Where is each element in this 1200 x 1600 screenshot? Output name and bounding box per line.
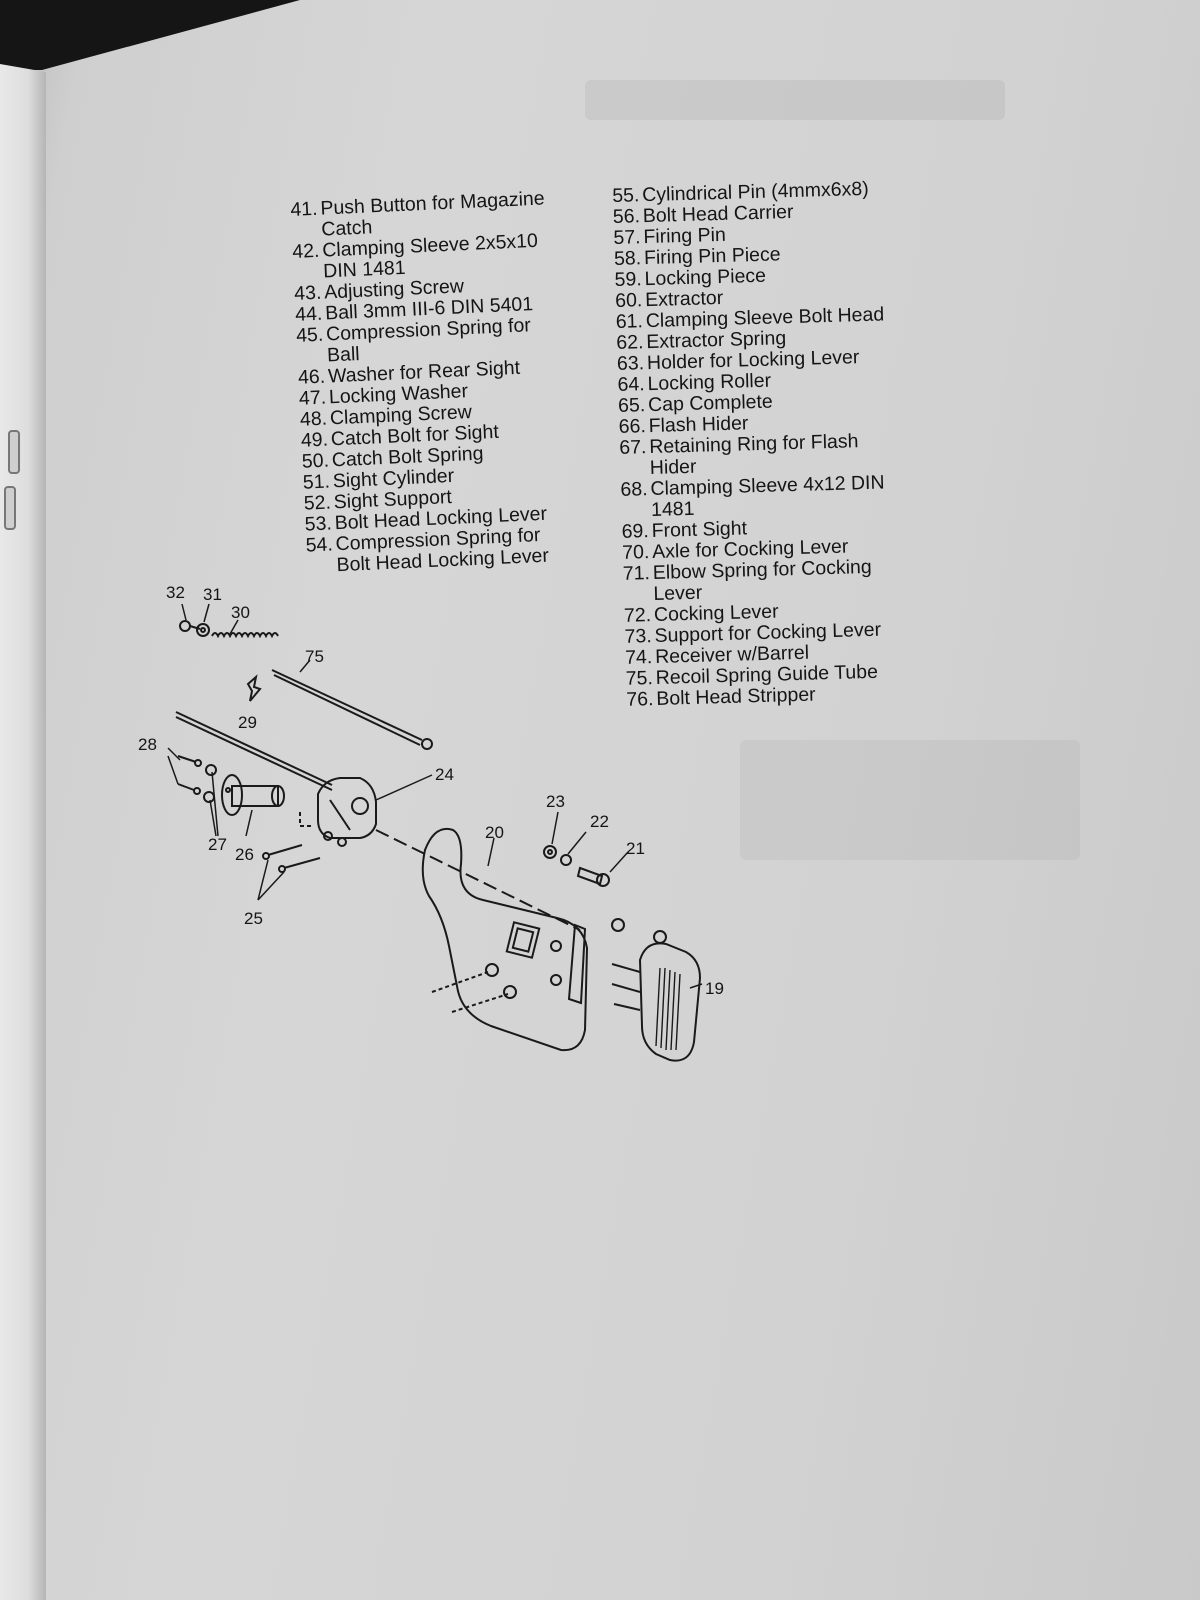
callout-21: 21 [626,839,645,858]
show-through-heading [585,80,1005,120]
callout-27: 27 [208,835,227,854]
callout-30: 30 [231,603,250,622]
axle-pin-part [262,844,321,873]
callout-22: 22 [590,812,609,831]
callout-labels: 32 31 30 75 29 28 24 27 26 25 23 22 20 2… [138,583,724,998]
pin-part [177,755,202,795]
callout-32: 32 [166,583,185,602]
washer-part [485,963,517,999]
binding-ring [8,430,20,474]
stock-screw-part [431,971,509,1013]
facing-page-edge [0,64,46,1600]
callout-24: 24 [435,765,454,784]
binding-ring [4,486,16,530]
callout-19: 19 [705,979,724,998]
cap-component [221,774,285,816]
washer-part [543,845,557,859]
recoil-spring-guide-tube [271,669,433,750]
callout-28: 28 [138,735,157,754]
washer-part [611,918,667,944]
washer-part [560,854,572,866]
callout-29: 29 [238,713,257,732]
spring-part [211,632,279,639]
callout-26: 26 [235,845,254,864]
receiver-block [299,777,377,847]
screw-part [179,620,201,632]
callout-leaders [167,603,703,989]
callout-31: 31 [203,585,222,604]
washer-part [196,623,210,637]
callout-25: 25 [244,909,263,928]
callout-23: 23 [546,792,565,811]
assembly-line [375,829,581,931]
show-through-heading [740,740,1080,860]
callout-20: 20 [485,823,504,842]
buttstock-part [421,828,589,1052]
long-rod-part [175,711,333,791]
lever-part [246,674,262,702]
callout-75: 75 [305,647,324,666]
buttplate-part [611,942,702,1062]
screw-part [576,866,610,887]
